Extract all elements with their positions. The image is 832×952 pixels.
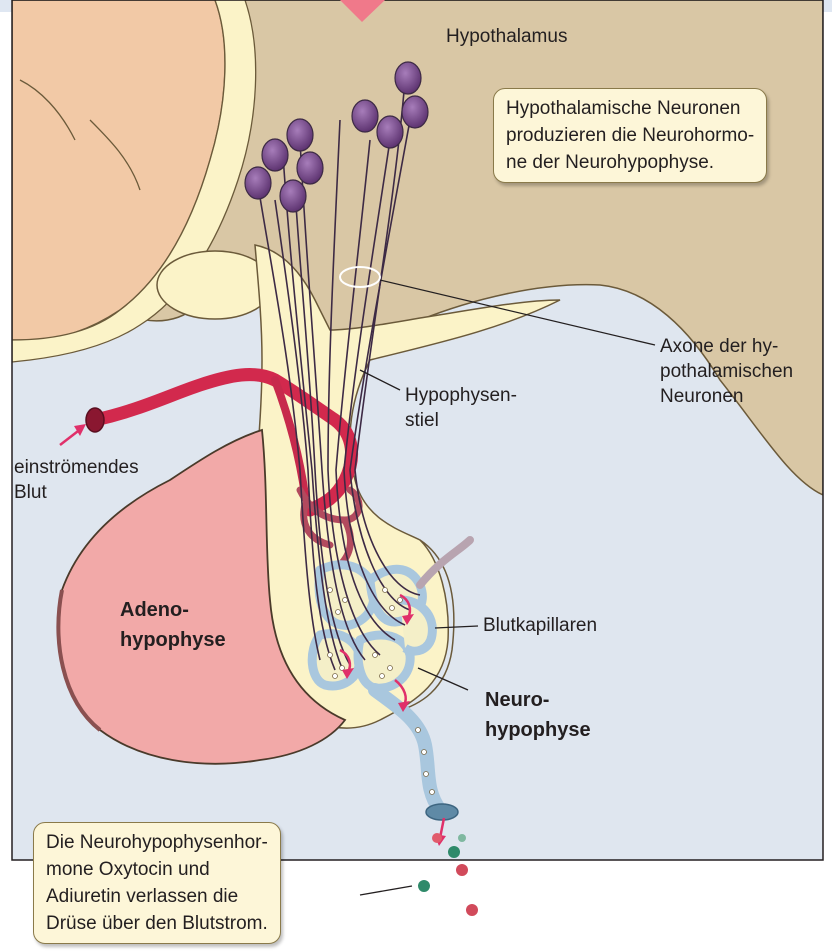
label-line: hypophyse — [120, 625, 226, 655]
callout-line: Hypothalamische Neuronen — [506, 95, 754, 122]
label-line: Axone der hy- — [660, 334, 793, 359]
label-line: Adeno- — [120, 595, 226, 625]
neurohypophysis-label: Neuro- hypophyse — [485, 685, 591, 745]
callout-line: Die Neurohypophysenhor- — [46, 829, 268, 856]
callout-line: produzieren die Neurohormo- — [506, 122, 754, 149]
label-line: hypophyse — [485, 715, 591, 745]
axons-label: Axone der hy- pothalamischen Neuronen — [660, 334, 793, 409]
callout-line: ne der Neurohypophyse. — [506, 149, 754, 176]
neuron-soma — [297, 152, 323, 184]
label-line: einströmendes — [14, 455, 139, 480]
neuron-soma — [352, 100, 378, 132]
hypothalamus-label: Hypothalamus — [446, 24, 567, 49]
capillaries-label: Blutkapillaren — [483, 613, 597, 638]
label-line: Blut — [14, 480, 139, 505]
inflow-label: einströmendes Blut — [14, 455, 139, 505]
label-line: pothalamischen — [660, 359, 793, 384]
label-line: Neuronen — [660, 384, 793, 409]
neuron-soma — [280, 180, 306, 212]
callout-line: mone Oxytocin und — [46, 856, 268, 883]
artery-opening — [86, 408, 104, 432]
optic-chiasm-bulb — [157, 251, 273, 319]
hormones-callout: Die Neurohypophysenhor- mone Oxytocin un… — [33, 822, 281, 944]
neuron-soma — [402, 96, 428, 128]
stalk-label: Hypophysen- stiel — [405, 383, 517, 433]
neurons-callout: Hypothalamische Neuronen produzieren die… — [493, 88, 767, 183]
neuron-soma — [377, 116, 403, 148]
callout-line: Drüse über den Blutstrom. — [46, 910, 268, 937]
adenohypophysis-label: Adeno- hypophyse — [120, 595, 226, 655]
label-line: Neuro- — [485, 685, 591, 715]
label-line: stiel — [405, 408, 517, 433]
label-line: Hypophysen- — [405, 383, 517, 408]
neuron-soma — [287, 119, 313, 151]
vein-opening — [426, 804, 458, 820]
neuron-soma — [262, 139, 288, 171]
callout-line: Adiuretin verlassen die — [46, 883, 268, 910]
hormones-pointer — [360, 886, 412, 895]
neuron-soma — [395, 62, 421, 94]
neuron-soma — [245, 167, 271, 199]
